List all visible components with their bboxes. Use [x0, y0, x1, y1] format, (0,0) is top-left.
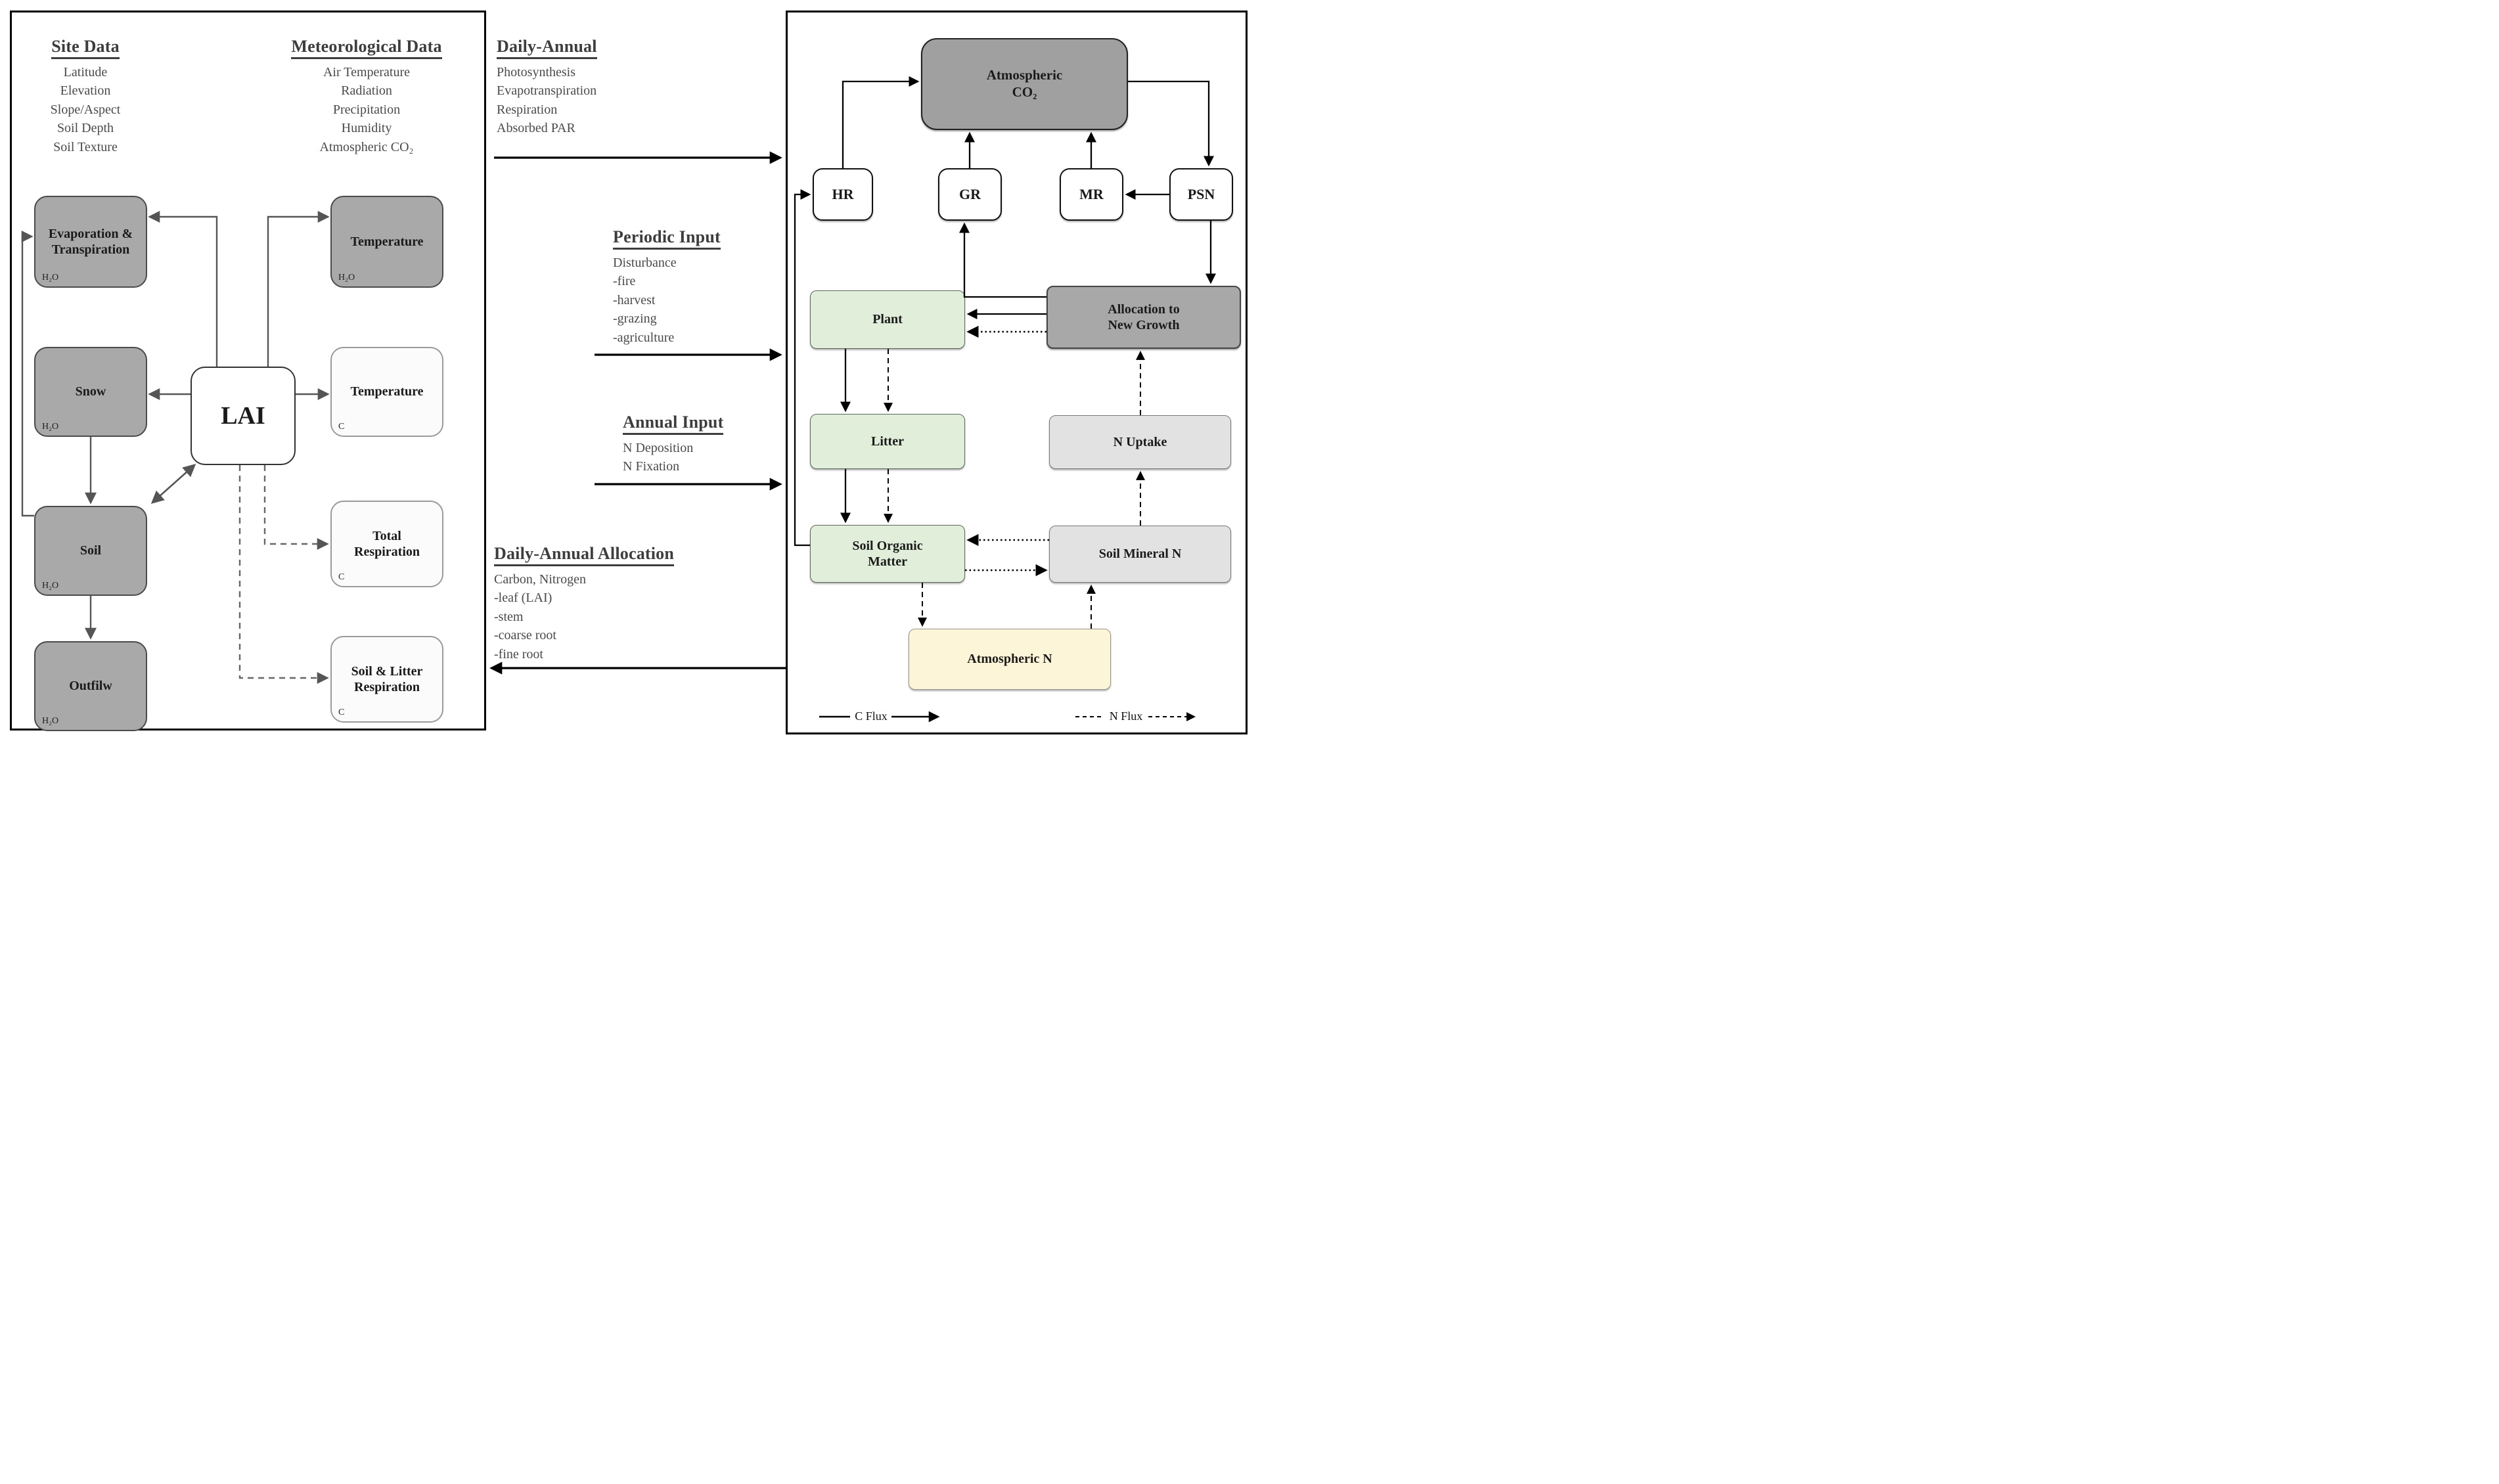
soil-litter-respiration-label: Soil & Litter Respiration	[351, 663, 423, 694]
hr-label: HR	[832, 185, 854, 202]
allocation-item: -leaf (LAI)	[494, 591, 552, 606]
daily-annual-block: Daily-Annual Photosynthesis Evapotranspi…	[497, 37, 773, 138]
site-data-block: Site Data Latitude Elevation Slope/Aspec…	[18, 37, 152, 156]
total-respiration-box: Total Respiration C	[330, 501, 443, 587]
allocation-item: Carbon, Nitrogen	[494, 572, 586, 587]
met-data-heading: Meteorological Data	[291, 37, 442, 59]
site-data-item: Latitude	[63, 65, 108, 79]
site-data-item: Soil Texture	[53, 139, 118, 154]
allocation-item: -coarse root	[494, 628, 556, 643]
daily-annual-allocation-heading: Daily-Annual Allocation	[494, 544, 675, 566]
periodic-input-block: Periodic Input Disturbance -fire -harves…	[613, 227, 810, 347]
temperature-c-sub: C	[338, 422, 345, 432]
biome-bgc-model-diagram: Site Data Latitude Elevation Slope/Aspec…	[0, 0, 1250, 742]
annual-input-item: N Fixation	[623, 459, 680, 474]
soil-mineral-n-label: Soil Mineral N	[1098, 547, 1182, 562]
met-data-item: Atmospheric CO₂	[319, 139, 414, 154]
psn-box: PSN	[1169, 168, 1233, 221]
evaporation-transpiration-label: Evaporation & Transpiration	[48, 226, 133, 257]
n-flux-legend-label: N Flux	[1109, 709, 1143, 723]
evaporation-transpiration-box: Evaporation & Transpiration H₂O	[34, 196, 147, 288]
atmospheric-n-label: Atmospheric N	[967, 652, 1052, 667]
mr-box: MR	[1060, 168, 1123, 221]
site-data-item: Soil Depth	[56, 121, 114, 136]
atmospheric-n-box: Atmospheric N	[909, 629, 1111, 690]
annual-input-item: N Deposition	[623, 441, 694, 455]
temperature-c-label: Temperature	[350, 384, 424, 399]
temperature-h2o-sub: H₂O	[338, 273, 355, 282]
outflow-label: Outfilw	[69, 679, 112, 694]
soil-organic-matter-label: Soil Organic Matter	[852, 538, 923, 569]
soil-box: Soil H₂O	[34, 506, 147, 596]
met-data-block: Meteorological Data Air Temperature Radi…	[261, 37, 472, 156]
evaporation-transpiration-sub: H₂O	[42, 273, 59, 282]
daily-annual-item: Respiration	[497, 102, 558, 117]
daily-annual-allocation-block: Daily-Annual Allocation Carbon, Nitrogen…	[494, 544, 777, 663]
c-flux-legend-label: C Flux	[855, 709, 888, 723]
daily-annual-item: Evapotranspiration	[497, 83, 597, 99]
periodic-input-item: -harvest	[613, 292, 656, 307]
periodic-input-item: -grazing	[613, 311, 657, 326]
soil-organic-matter-box: Soil Organic Matter	[810, 525, 965, 583]
allocation-new-growth-box: Allocation to New Growth	[1047, 286, 1241, 349]
snow-label: Snow	[75, 384, 106, 399]
daily-annual-heading: Daily-Annual	[497, 37, 597, 59]
site-data-heading: Site Data	[51, 37, 120, 59]
temperature-h2o-label: Temperature	[350, 234, 424, 249]
n-uptake-box: N Uptake	[1049, 415, 1231, 469]
total-respiration-sub: C	[338, 572, 345, 582]
outflow-box: Outfilw H₂O	[34, 641, 147, 731]
annual-input-block: Annual Input N Deposition N Fixation	[623, 413, 807, 476]
soil-mineral-n-box: Soil Mineral N	[1049, 526, 1231, 583]
soil-litter-respiration-sub: C	[338, 708, 345, 717]
periodic-input-item: -agriculture	[613, 330, 675, 345]
allocation-new-growth-label: Allocation to New Growth	[1108, 302, 1180, 332]
met-data-item: Radiation	[341, 83, 392, 99]
plant-box: Plant	[810, 290, 965, 349]
periodic-input-item: -fire	[613, 274, 636, 289]
mr-label: MR	[1079, 185, 1104, 202]
atmospheric-co2-label: Atmospheric CO₂	[986, 67, 1063, 100]
site-data-item: Elevation	[60, 83, 111, 99]
lai-label: LAI	[221, 401, 265, 430]
gr-box: GR	[938, 168, 1002, 221]
temperature-c-box: Temperature C	[330, 347, 443, 437]
temperature-h2o-box: Temperature H₂O	[330, 196, 443, 288]
atmospheric-co2-box: Atmospheric CO₂	[921, 38, 1128, 130]
site-data-item: Slope/Aspect	[50, 102, 121, 117]
plant-label: Plant	[872, 312, 903, 327]
periodic-input-heading: Periodic Input	[613, 227, 721, 250]
outflow-sub: H₂O	[42, 716, 59, 726]
lai-box: LAI	[191, 367, 296, 465]
litter-box: Litter	[810, 414, 965, 469]
periodic-input-item: Disturbance	[613, 256, 677, 270]
psn-label: PSN	[1187, 185, 1215, 202]
allocation-item: -fine root	[494, 646, 543, 662]
daily-annual-item: Photosynthesis	[497, 65, 576, 79]
allocation-item: -stem	[494, 609, 524, 624]
n-uptake-label: N Uptake	[1113, 434, 1167, 449]
met-data-item: Precipitation	[332, 102, 401, 117]
gr-label: GR	[959, 185, 981, 202]
soil-label: Soil	[79, 543, 102, 558]
total-respiration-label: Total Respiration	[354, 528, 420, 559]
snow-sub: H₂O	[42, 422, 59, 432]
daily-annual-item: Absorbed PAR	[497, 121, 575, 136]
hr-box: HR	[813, 168, 873, 221]
litter-label: Litter	[871, 434, 904, 449]
met-data-item: Air Temperature	[323, 65, 411, 79]
soil-sub: H₂O	[42, 581, 59, 591]
annual-input-heading: Annual Input	[623, 413, 724, 435]
met-data-item: Humidity	[341, 121, 392, 136]
snow-box: Snow H₂O	[34, 347, 147, 437]
soil-litter-respiration-box: Soil & Litter Respiration C	[330, 636, 443, 723]
